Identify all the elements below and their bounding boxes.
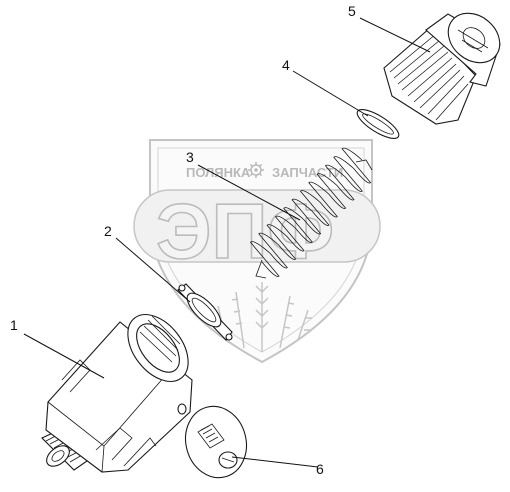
watermark-left-text: ПОЛЯНКА: [186, 165, 251, 180]
callout-6: 6: [316, 461, 324, 477]
callout-2: 2: [104, 223, 112, 239]
part-4-washer: [356, 109, 400, 139]
leader-line-2: [115, 237, 191, 303]
leader-line-1: [23, 333, 105, 379]
watermark-band: [133, 189, 381, 263]
gear-icon: [248, 162, 264, 178]
watermark-brand: ЭПФ: [156, 187, 334, 275]
callout-5: 5: [348, 3, 356, 19]
leader-lines: [23, 17, 431, 468]
callout-3: 3: [186, 149, 194, 165]
part-1-housing: [41, 314, 193, 473]
callout-1: 1: [10, 317, 18, 333]
leader-line-3: [197, 164, 301, 221]
leader-line-5: [359, 17, 431, 53]
callout-labels: 1 2 3 4 5 6: [10, 3, 356, 477]
callout-4: 4: [282, 57, 290, 73]
leader-line-4: [292, 70, 369, 117]
part-5-plug: [383, 12, 501, 125]
part-6-screw: [185, 405, 247, 479]
leader-line-6: [231, 456, 319, 468]
part-3-spring: [249, 147, 373, 279]
part-2-valve: [177, 283, 233, 341]
